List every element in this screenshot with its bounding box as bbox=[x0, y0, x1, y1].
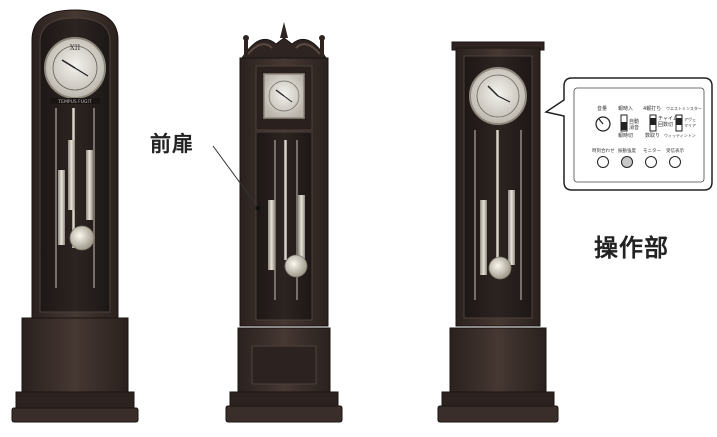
panel-switch1-bottom: 報時切 bbox=[618, 133, 634, 139]
control-panel-label: 操作部 bbox=[594, 234, 669, 262]
monitor-button bbox=[645, 156, 657, 168]
panel-switch1-mid: 自動 消音 bbox=[629, 119, 640, 131]
panel-btn4-label: 受信表示 bbox=[666, 149, 684, 154]
clock-middle bbox=[225, 22, 343, 423]
front-door-label: 前扉 bbox=[150, 132, 194, 156]
clock-right bbox=[437, 41, 559, 423]
panel-switch2-mid: チャイム 回数切 bbox=[658, 116, 678, 128]
control-panel-callout bbox=[544, 77, 713, 191]
panel-btn2-label: 振動強度 bbox=[618, 149, 636, 154]
panel-switch2-bottom: 数取り bbox=[645, 133, 661, 139]
panel-switch3-bottom: ウィッティントン bbox=[664, 133, 696, 138]
panel-volume-label: 音量 bbox=[597, 106, 608, 112]
panel-btn1-label: 時刻合わせ bbox=[592, 149, 615, 154]
panel-switch1-top: 報時入 bbox=[618, 106, 634, 112]
panel-switch3-mid: アヴェ マリア bbox=[684, 117, 696, 128]
reception-button bbox=[669, 156, 681, 168]
panel-switch2-top: 4報打ち bbox=[643, 106, 662, 112]
numeral-12: XII bbox=[70, 44, 81, 52]
door-knob bbox=[255, 205, 261, 211]
front-door-leader bbox=[212, 145, 258, 207]
clock-left: XII TEMPUS FUGIT bbox=[11, 9, 139, 423]
panel-btn3-label: モニター bbox=[643, 149, 661, 154]
vibration-button bbox=[621, 156, 633, 168]
panel-switch3-top: ウエストミンスター bbox=[666, 106, 702, 111]
time-set-button bbox=[597, 156, 609, 168]
svg-text:TEMPUS FUGIT: TEMPUS FUGIT bbox=[57, 99, 91, 105]
